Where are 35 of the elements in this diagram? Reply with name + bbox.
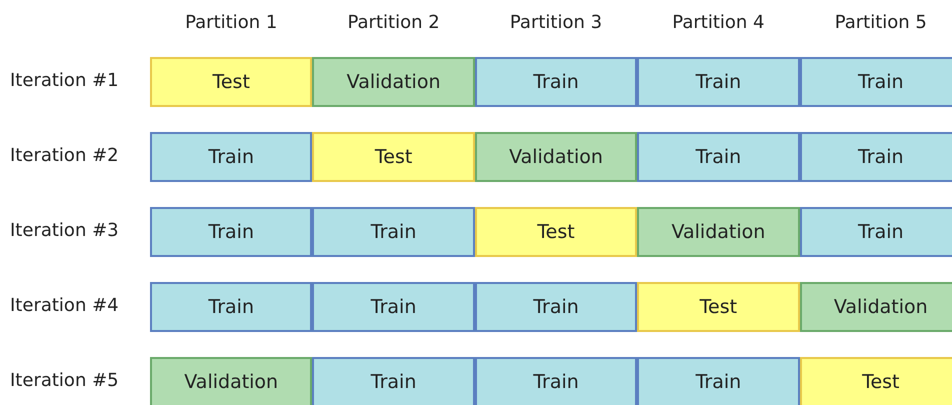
train-cell: Train bbox=[800, 132, 952, 182]
validation-cell: Validation bbox=[474, 132, 638, 182]
train-cell: Train bbox=[312, 282, 475, 332]
train-cell: Train bbox=[800, 57, 952, 107]
column-header: Partition 5 bbox=[834, 12, 928, 33]
train-cell: Train bbox=[637, 132, 800, 182]
validation-cell: Validation bbox=[800, 282, 952, 332]
train-cell: Train bbox=[474, 357, 638, 405]
train-cell: Train bbox=[312, 357, 475, 405]
train-cell: Train bbox=[637, 357, 800, 405]
validation-cell: Validation bbox=[637, 207, 800, 257]
train-cell: Train bbox=[637, 57, 800, 107]
column-header: Partition 1 bbox=[184, 12, 278, 33]
test-cell: Test bbox=[150, 57, 312, 107]
column-header: Partition 3 bbox=[508, 12, 604, 33]
validation-cell: Validation bbox=[312, 57, 475, 107]
train-cell: Train bbox=[150, 132, 312, 182]
test-cell: Test bbox=[312, 132, 475, 182]
train-cell: Train bbox=[150, 282, 312, 332]
column-header: Partition 2 bbox=[346, 12, 441, 33]
test-cell: Test bbox=[474, 207, 638, 257]
row-header: Iteration #3 bbox=[10, 220, 119, 241]
row-header: Iteration #2 bbox=[10, 145, 119, 166]
train-cell: Train bbox=[474, 57, 638, 107]
train-cell: Train bbox=[474, 282, 638, 332]
row-header: Iteration #4 bbox=[10, 295, 119, 316]
train-cell: Train bbox=[800, 207, 952, 257]
column-header: Partition 4 bbox=[671, 12, 766, 33]
test-cell: Test bbox=[800, 357, 952, 405]
train-cell: Train bbox=[150, 207, 312, 257]
row-header: Iteration #5 bbox=[10, 370, 119, 391]
test-cell: Test bbox=[637, 282, 800, 332]
train-cell: Train bbox=[312, 207, 475, 257]
validation-cell: Validation bbox=[150, 357, 312, 405]
row-header: Iteration #1 bbox=[10, 70, 119, 91]
